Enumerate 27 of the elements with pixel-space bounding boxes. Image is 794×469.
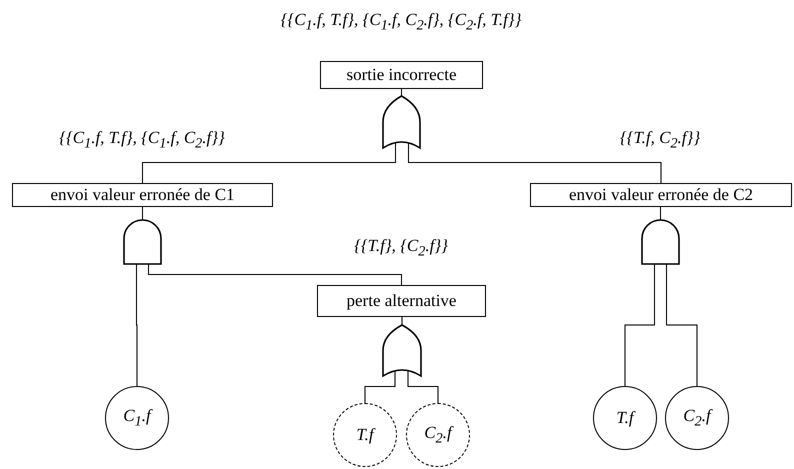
connector-line: [666, 264, 698, 386]
undeveloped-event-circle: T.f: [333, 403, 397, 467]
or-gate-symbol: [383, 96, 420, 148]
basic-event-circle: C$_{1}$.f: [105, 386, 169, 450]
event-box: envoi valeur erronée de C2: [530, 183, 792, 207]
event-box: envoi valeur erronée de C1: [12, 183, 273, 207]
connector-line: [136, 264, 138, 386]
connector-line: [408, 142, 662, 184]
and-gate-symbol: [124, 220, 161, 264]
cut-set-label: {{T.f, C$_{2}$.f}}: [620, 128, 700, 152]
cut-set-label: {{T.f}, {C$_{2}$.f}}: [354, 236, 448, 260]
connector-line: [364, 370, 396, 404]
cut-set-label: {{C$_{1}$.f, T.f}, {C$_{1}$.f, C$_{2}$.f}}: [59, 128, 225, 152]
connector-line: [660, 206, 661, 220]
cut-set-label: {{C$_{1}$.f, T.f}, {C$_{1}$.f, C$_{2}$.f}, {C$_{2}$.f, T.f}}: [280, 10, 522, 34]
basic-event-circle: C$_{2}$.f: [665, 386, 729, 450]
undeveloped-event-circle: C$_{2}$.f: [406, 403, 470, 467]
connector-line: [408, 370, 438, 404]
event-box: perte alternative: [317, 285, 486, 317]
connector-line: [624, 264, 655, 386]
and-gate-symbol: [642, 220, 679, 264]
connector-line: [142, 142, 396, 184]
connector-line: [148, 264, 402, 286]
connector-line: [142, 206, 143, 220]
event-box: sortie incorrecte: [320, 61, 483, 89]
or-gate-symbol: [383, 325, 421, 376]
basic-event-circle: T.f: [593, 386, 657, 450]
